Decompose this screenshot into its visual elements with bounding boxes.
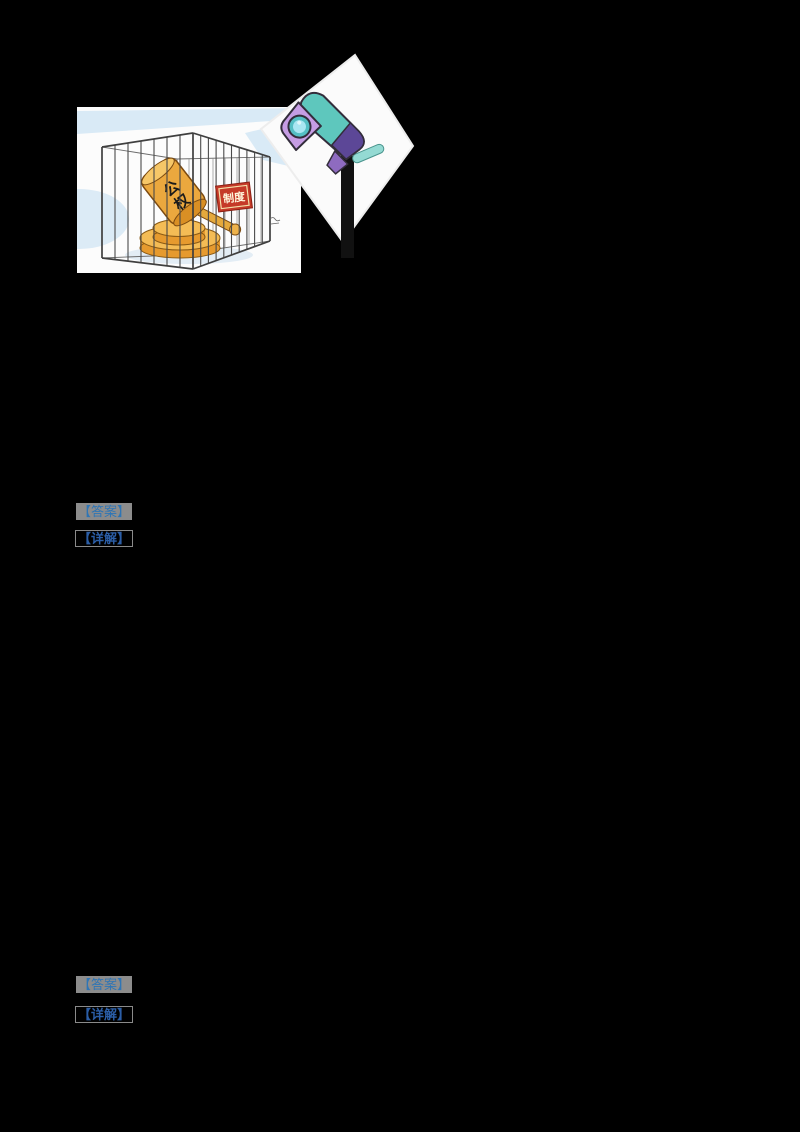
answer-field-label-1: 【答案】	[76, 503, 133, 520]
cage-front-frame	[101, 132, 271, 270]
sky-blob	[77, 189, 129, 249]
detail-field-label-2: 【详解】	[75, 1006, 134, 1023]
surveillance-camera-illustration	[253, 46, 423, 266]
institution-sign: 制度	[214, 181, 254, 213]
camera-arm	[352, 143, 385, 164]
sky-band	[77, 108, 301, 134]
answer-field-label-2: 【答案】	[76, 976, 133, 993]
camera-lens-core	[292, 120, 306, 134]
camera-lens-highlight	[297, 120, 302, 125]
sign-text: 制度	[222, 189, 247, 206]
signature-squiggle	[269, 217, 281, 225]
camera-shade-panel	[330, 121, 365, 161]
camera-stem	[341, 156, 354, 258]
detail-field-label-1: 【详解】	[75, 530, 134, 547]
camera-body	[280, 91, 365, 175]
camera-mount-block	[326, 149, 349, 175]
gavel-head: 公 权	[141, 157, 207, 227]
